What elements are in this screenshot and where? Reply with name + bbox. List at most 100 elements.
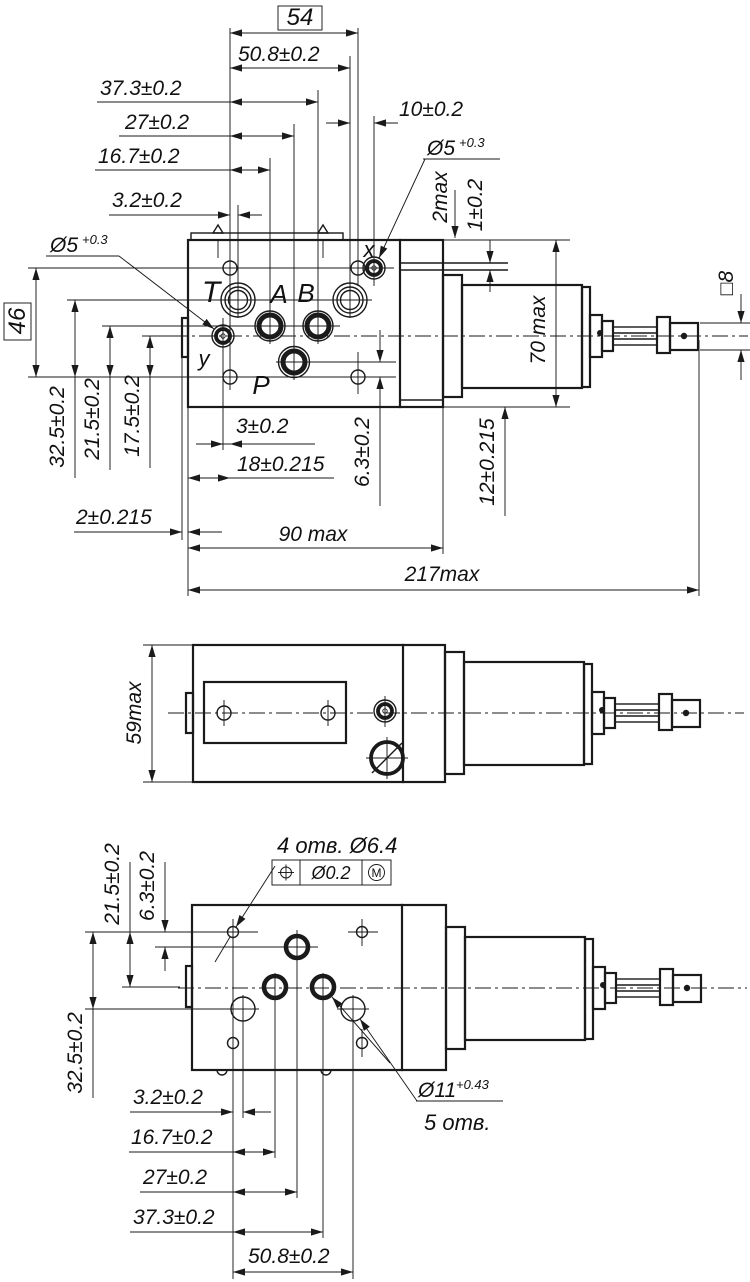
dim-3-2-bottom: 3.2±0.2	[130, 1086, 271, 1116]
dim-32-5-bottom: 32.5±0.2	[64, 932, 97, 1098]
svg-text:50.8±0.2: 50.8±0.2	[238, 43, 320, 66]
callout-4-holes: 4 отв. Ø6.4 Ø0.2 M	[214, 833, 397, 963]
dim-2: 2±0.215	[74, 506, 222, 536]
plug	[366, 737, 408, 779]
dim-217max: 217max	[188, 563, 699, 594]
front-view: T A B P x y 54 50.8±0.2 37.3±0.2	[3, 4, 750, 596]
adjustment-screw	[373, 696, 397, 727]
svg-text:□8: □8	[715, 271, 738, 296]
dim-50-8-bottom: 50.8±0.2	[233, 1245, 353, 1276]
position-tolerance-icon	[278, 864, 294, 881]
dim-2max: 2max	[429, 170, 459, 238]
svg-text:Ø5: Ø5	[49, 234, 78, 257]
svg-text:50.8±0.2: 50.8±0.2	[248, 1245, 330, 1268]
dim-59max: 59max	[123, 644, 196, 783]
svg-text:10±0.2: 10±0.2	[399, 98, 463, 121]
svg-text:Ø0.2: Ø0.2	[310, 863, 350, 883]
dim-70max: 70 max	[527, 240, 560, 407]
svg-text:16.7±0.2: 16.7±0.2	[98, 145, 180, 168]
body-outline-bottom	[184, 903, 448, 1076]
svg-text:+0.3: +0.3	[459, 135, 485, 150]
dim-10: 10±0.2	[326, 98, 463, 127]
pin-bump-right	[320, 1069, 332, 1076]
svg-text:37.3±0.2: 37.3±0.2	[100, 77, 182, 100]
mounting-holes	[222, 260, 366, 385]
dim-27-bottom: 27±0.2	[140, 1166, 297, 1196]
svg-text:37.3±0.2: 37.3±0.2	[133, 1206, 215, 1229]
dim-3-2: 3.2±0.2	[109, 189, 262, 219]
dim-50-8: 50.8±0.2	[230, 43, 350, 72]
nameplate	[202, 680, 348, 745]
adjust-knob	[668, 321, 700, 352]
port-P: P	[252, 345, 311, 400]
dim-90max: 90 max	[188, 523, 443, 552]
dowel-pin-right	[316, 223, 330, 234]
material-condition-icon: M	[368, 864, 385, 881]
callout-5-holes: Ø11 +0.43 5 отв.	[331, 996, 503, 1135]
port-label-B: B	[297, 278, 314, 308]
svg-text:1±0.2: 1±0.2	[464, 178, 487, 231]
dim-12: 12±0.215	[476, 407, 509, 516]
dim-16-7-bottom: 16.7±0.2	[129, 1126, 275, 1156]
svg-text:5 отв.: 5 отв.	[424, 1110, 491, 1135]
dim-32-5: 32.5±0.2	[46, 300, 79, 478]
svg-text:59max: 59max	[123, 680, 146, 745]
bottom-view: 4 отв. Ø6.4 Ø0.2 M 21.5±0.2 6.3±0.2	[64, 833, 747, 1279]
port-label-x: x	[363, 237, 376, 262]
feature-control-frame: Ø0.2 M	[271, 859, 392, 886]
svg-text:2max: 2max	[429, 170, 452, 224]
port-B: B	[297, 278, 334, 342]
svg-text:32.5±0.2: 32.5±0.2	[46, 386, 69, 468]
svg-text:3±0.2: 3±0.2	[236, 415, 289, 438]
feature-centerlines	[28, 28, 750, 596]
callout-dia5-y: Ø5 +0.3	[46, 232, 215, 330]
dim-6-3-bottom: 6.3±0.2	[136, 851, 169, 971]
dim-21-5-bottom: 21.5±0.2	[101, 843, 134, 987]
feature-centerlines-bottom	[85, 919, 378, 1279]
svg-text:6.3±0.2: 6.3±0.2	[351, 417, 374, 487]
port-x: x	[362, 237, 386, 280]
dim-21-5: 21.5±0.2	[81, 326, 114, 470]
port-right	[332, 282, 368, 318]
dim-18: 18±0.215	[188, 453, 334, 482]
svg-text:6.3±0.2: 6.3±0.2	[136, 851, 159, 921]
svg-text:3.2±0.2: 3.2±0.2	[133, 1086, 203, 1109]
dim-37-3: 37.3±0.2	[97, 77, 318, 106]
svg-text:54: 54	[287, 4, 314, 31]
dim-54: 54	[230, 4, 358, 37]
svg-text:16.7±0.2: 16.7±0.2	[131, 1126, 213, 1149]
holes-bottom-face	[226, 925, 369, 1050]
svg-text:Ø11: Ø11	[417, 1079, 456, 1102]
svg-text:12±0.215: 12±0.215	[476, 418, 499, 506]
svg-text:4 отв. Ø6.4: 4 отв. Ø6.4	[277, 833, 397, 858]
body-outline-top	[184, 643, 447, 784]
port-label-P: P	[252, 370, 270, 400]
dim-46: 46	[3, 268, 40, 377]
svg-text:3.2±0.2: 3.2±0.2	[112, 189, 182, 212]
dim-6-3: 6.3±0.2	[351, 330, 384, 506]
svg-text:21.5±0.2: 21.5±0.2	[81, 378, 104, 461]
dim-16-7: 16.7±0.2	[95, 145, 270, 174]
dim-3: 3±0.2	[196, 415, 315, 448]
callout-dia5-x: Ø5 +0.3	[378, 135, 500, 259]
lock-nut	[655, 315, 672, 355]
svg-text:Ø5: Ø5	[426, 137, 455, 160]
pin-bump-left	[216, 1069, 228, 1076]
svg-text:18±0.215: 18±0.215	[237, 453, 325, 476]
dim-square8: □8	[715, 271, 745, 380]
svg-text:17.5±0.2: 17.5±0.2	[121, 375, 144, 457]
svg-text:46: 46	[4, 307, 31, 334]
svg-text:+0.43: +0.43	[456, 1077, 490, 1092]
port-A: A	[254, 279, 288, 342]
svg-text:M: M	[372, 866, 382, 880]
svg-text:27±0.2: 27±0.2	[124, 111, 189, 134]
port-label-T: T	[202, 276, 223, 309]
dowel-pin-left	[211, 223, 225, 234]
top-view: 59max	[123, 643, 744, 784]
port-label-A: A	[268, 279, 287, 309]
svg-text:2±0.215: 2±0.215	[75, 506, 152, 529]
svg-text:70 max: 70 max	[527, 294, 550, 364]
dim-27: 27±0.2	[119, 111, 294, 140]
